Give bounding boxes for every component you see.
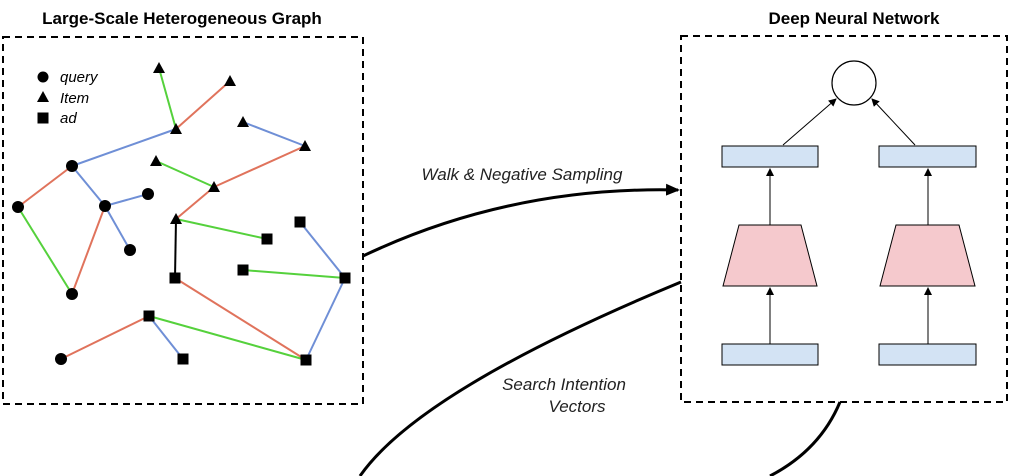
graph-edge (148, 315, 184, 360)
item-node (170, 213, 182, 224)
graph-edges (17, 67, 346, 361)
left-input-layer (721, 343, 819, 366)
ad-node (237, 264, 249, 276)
ad-node (294, 216, 306, 228)
graph-legend: query Item ad (37, 69, 99, 127)
graph-edge (17, 206, 73, 295)
ad-node (300, 354, 312, 366)
legend-label-ad: ad (60, 110, 77, 127)
graph-panel-frame (2, 36, 364, 405)
ad-node (177, 353, 189, 365)
item-node (153, 62, 165, 73)
ad-node (169, 272, 181, 284)
legend-label-query: query (60, 69, 99, 86)
query-node (124, 244, 136, 256)
graph-edge (174, 218, 177, 279)
legend-label-item: Item (60, 90, 89, 107)
query-node (66, 160, 78, 172)
graph-edge (60, 315, 150, 360)
left-hidden-layers (722, 224, 818, 287)
ad-node (143, 310, 155, 322)
dnn-panel-title: Deep Neural Network (769, 9, 941, 28)
graph-nodes (12, 62, 351, 366)
legend-circle-icon (37, 71, 49, 83)
dnn-panel-frame (680, 35, 1008, 403)
graph-edge (155, 160, 215, 188)
graph-edge (104, 205, 131, 251)
right-hidden-layers (879, 224, 976, 287)
graph-edge (242, 121, 306, 147)
item-node (299, 140, 311, 151)
search-vector-curve (358, 280, 682, 476)
walk-sampling-arrow (362, 183, 680, 258)
graph-edge (213, 145, 306, 188)
item-node (150, 155, 162, 166)
graph-edge (17, 165, 73, 208)
dnn-arrow (871, 98, 916, 146)
graph-edge (175, 80, 231, 130)
graph-edge (71, 128, 177, 167)
query-node (55, 353, 67, 365)
graph-edge (175, 218, 268, 240)
graph-edge (148, 315, 307, 361)
graph-edge (242, 269, 346, 279)
output-curve (769, 401, 842, 476)
legend-triangle-icon (37, 91, 49, 102)
query-node (12, 201, 24, 213)
left-top-embedding-layer (721, 145, 819, 168)
graph-edge (158, 67, 177, 130)
legend-square-icon (37, 112, 49, 124)
graph-edge (299, 221, 346, 279)
right-input-layer (878, 343, 977, 366)
item-node (170, 123, 182, 134)
query-node (99, 200, 111, 212)
ad-node (339, 272, 351, 284)
query-node (66, 288, 78, 300)
graph-edge (174, 277, 307, 361)
search-vector-label-line2: Vectors (548, 397, 606, 416)
item-node (224, 75, 236, 86)
output-node (831, 60, 877, 106)
item-node (237, 116, 249, 127)
graph-edge (71, 165, 106, 207)
right-top-embedding-layer (878, 145, 977, 168)
dnn-arrow (782, 98, 837, 146)
ad-node (261, 233, 273, 245)
graph-edge (71, 205, 106, 295)
graph-edge (175, 186, 215, 220)
graph-edge (104, 193, 149, 207)
dnn-structure (721, 60, 977, 366)
search-vector-label-line1: Search Intention (502, 375, 626, 394)
query-node (142, 188, 154, 200)
item-node (208, 181, 220, 192)
graph-edge (305, 277, 346, 361)
walk-sampling-label: Walk & Negative Sampling (422, 165, 623, 184)
graph-panel-title: Large-Scale Heterogeneous Graph (42, 9, 322, 28)
